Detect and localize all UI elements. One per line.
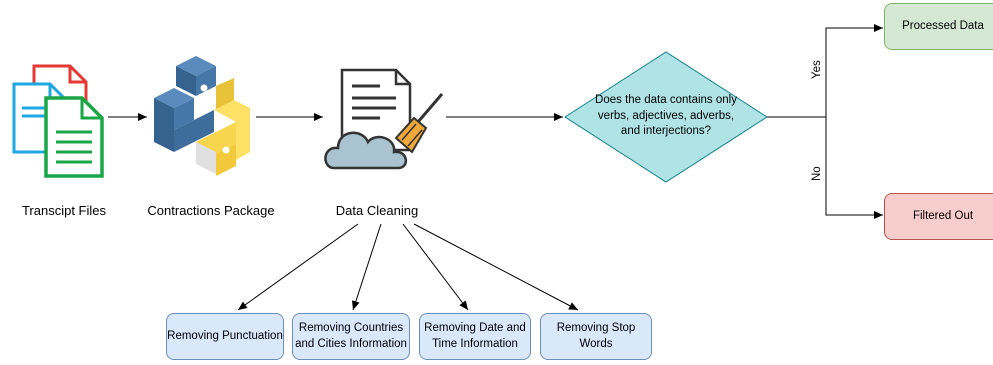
arrow-to-step-1 xyxy=(237,223,359,311)
step-removing-stop-words: Removing Stop Words xyxy=(540,313,652,360)
transcript-files-label: Transcipt Files xyxy=(21,203,107,218)
yes-label: Yes xyxy=(811,60,823,79)
python-icon xyxy=(154,56,250,176)
step-removing-punctuation: Removing Punctuation xyxy=(166,313,284,360)
arrow-to-step-3 xyxy=(402,223,469,311)
arrow-no-branch xyxy=(825,117,883,219)
documents-icon xyxy=(12,64,104,178)
contractions-package-label: Contractions Package xyxy=(147,203,275,218)
data-cleaning-label: Data Cleaning xyxy=(335,203,419,218)
step-removing-countries-cities: Removing Countries and Cities Informatio… xyxy=(292,313,410,360)
arrow-to-step-4 xyxy=(413,223,579,311)
processed-data-box: Processed Data xyxy=(884,3,993,50)
decision-text: Does the data contains only verbs, adjec… xyxy=(595,94,737,138)
data-cleaning-icon xyxy=(324,68,444,170)
no-label: No xyxy=(811,166,823,181)
filtered-out-box: Filtered Out xyxy=(884,193,993,240)
step-removing-date-time: Removing Date and Time Information xyxy=(419,313,531,360)
arrow-to-step-2 xyxy=(351,223,382,311)
arrow-yes-branch xyxy=(767,24,883,118)
